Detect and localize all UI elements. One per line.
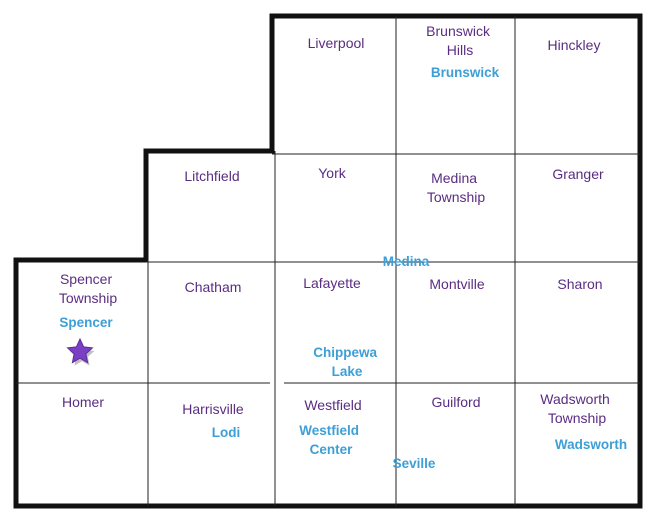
township-lafayette: Lafayette xyxy=(303,275,361,291)
township-brunswick-hills-line2: Hills xyxy=(447,42,473,58)
city-spencer: Spencer xyxy=(59,315,113,330)
township-guilford: Guilford xyxy=(431,394,480,410)
township-granger: Granger xyxy=(552,166,604,182)
township-wadsworth: Wadsworth Township xyxy=(540,391,613,426)
city-wadsworth: Wadsworth xyxy=(555,437,627,452)
city-westfield-center-line2: Center xyxy=(310,442,354,457)
city-medina: Medina xyxy=(383,254,430,269)
township-medina-line2: Township xyxy=(427,189,486,205)
township-spencer: Spencer Township xyxy=(59,271,118,306)
county-border xyxy=(13,13,643,509)
township-medina-line1: Medina xyxy=(431,170,477,186)
township-sharon: Sharon xyxy=(557,276,602,292)
township-harrisville: Harrisville xyxy=(182,401,244,417)
city-seville: Seville xyxy=(393,456,436,471)
township-grid xyxy=(16,16,640,506)
township-montville: Montville xyxy=(429,276,484,292)
city-chippewa-lake-line1: Chippewa xyxy=(313,345,377,360)
township-brunswick-hills: Brunswick Hills xyxy=(426,23,494,58)
township-brunswick-hills-line1: Brunswick xyxy=(426,23,491,39)
township-liverpool: Liverpool xyxy=(308,35,365,51)
township-wadsworth-line2: Township xyxy=(548,410,607,426)
township-chatham: Chatham xyxy=(185,279,242,295)
township-york: York xyxy=(318,165,347,181)
city-westfield-center-line1: Westfield xyxy=(299,423,359,438)
township-medina: Medina Township xyxy=(427,170,486,205)
city-chippewa-lake-line2: Lake xyxy=(332,364,363,379)
city-brunswick: Brunswick xyxy=(431,65,500,80)
township-hinckley: Hinckley xyxy=(548,37,601,53)
township-wadsworth-line1: Wadsworth xyxy=(540,391,610,407)
township-spencer-line2: Township xyxy=(59,290,118,306)
star-icon xyxy=(66,337,95,366)
township-westfield: Westfield xyxy=(304,397,361,413)
city-westfield-center: Westfield Center xyxy=(299,423,363,457)
township-litchfield: Litchfield xyxy=(184,168,239,184)
city-chippewa-lake: Chippewa Lake xyxy=(313,345,381,379)
city-lodi: Lodi xyxy=(212,425,241,440)
township-homer: Homer xyxy=(62,394,104,410)
township-spencer-line1: Spencer xyxy=(60,271,112,287)
